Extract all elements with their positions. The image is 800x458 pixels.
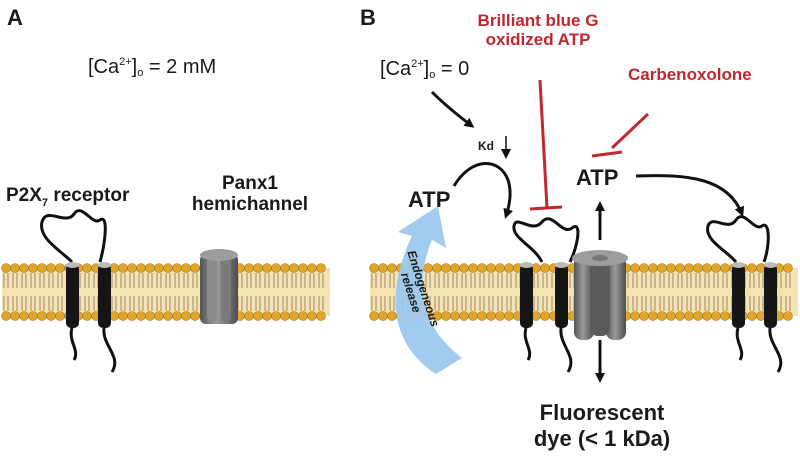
panel-a-calcium-concentration: [Ca2+]o = 2 mM [88, 56, 217, 79]
membrane-bilayer-a [1, 263, 330, 321]
inhibitor-1-line [529, 79, 563, 211]
panel-a-label: A [7, 5, 23, 30]
p2x7-receptor-b-right [706, 215, 783, 373]
p2x7-receptor-label: P2X7 receptor [6, 185, 130, 209]
p2x7-receptor-b-left [512, 217, 580, 373]
atp-binding-arrow [452, 162, 513, 219]
p2x7-receptor-a [40, 209, 117, 373]
ca-removal-arrow [430, 90, 475, 128]
panel-b-calcium-concentration: [Ca2+]o = 0 [380, 58, 470, 81]
inhibitor-2-line [591, 112, 650, 158]
kd-label: Kd [478, 139, 494, 153]
inhibitor-carbenoxolone-label: Carbenoxolone [628, 65, 752, 84]
panx1-hemichannel-b-open [572, 250, 628, 340]
endogenous-release-arrow [395, 206, 462, 374]
atp-center-label: ATP [576, 165, 619, 190]
atp-to-right-receptor-arrow [635, 174, 745, 217]
panx1-hemichannel-a [200, 249, 238, 324]
panel-b-label: B [360, 5, 376, 30]
atp-left-label: ATP [408, 187, 451, 212]
